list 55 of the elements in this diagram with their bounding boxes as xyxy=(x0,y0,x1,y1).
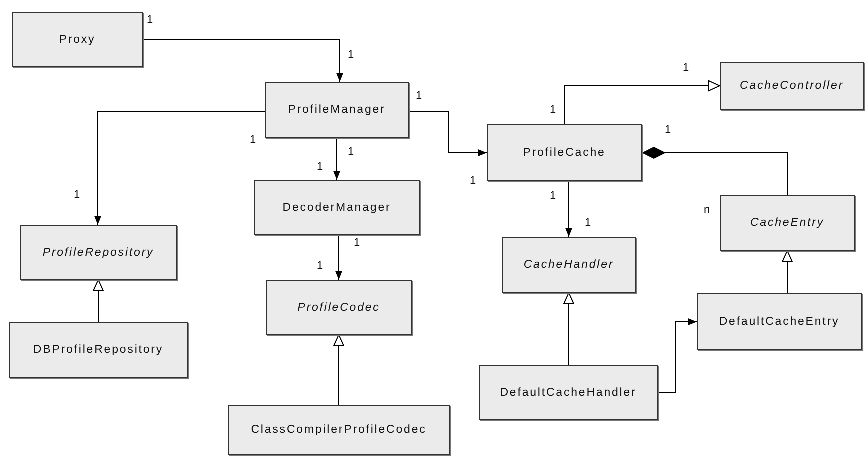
class-name: ProfileCodec xyxy=(298,302,380,314)
composition-connector xyxy=(642,147,788,196)
multiplicity-label: 1 xyxy=(550,104,556,116)
class-box xyxy=(254,180,420,235)
class-name: DefaultCacheHandler xyxy=(500,386,637,398)
multiplicity-label: 1 xyxy=(348,49,354,61)
class-name: DBProfileRepository xyxy=(33,344,164,356)
multiplicity-label: 1 xyxy=(348,146,354,158)
class-box xyxy=(479,365,658,420)
class-name: DecoderManager xyxy=(282,202,392,214)
inheritance-arrow xyxy=(564,80,720,124)
class-box xyxy=(502,237,636,293)
multiplicity-label: 1 xyxy=(250,134,256,146)
inheritance-arrow xyxy=(782,250,793,294)
class-box xyxy=(228,405,450,455)
class-name: ProfileManager xyxy=(288,104,386,116)
multiplicity-label: 1 xyxy=(682,62,690,74)
arrow xyxy=(565,180,573,238)
multiplicity-label: 1 xyxy=(470,175,476,187)
multiplicity-label: 1 xyxy=(550,190,556,202)
multiplicity-label: 1 xyxy=(664,124,672,136)
arrow xyxy=(94,112,266,226)
inheritance-arrow xyxy=(334,334,344,406)
class-box xyxy=(12,12,143,67)
class-name: CacheHandler xyxy=(524,259,614,271)
class-name: ProfileCache xyxy=(523,146,606,158)
multiplicity-label: n xyxy=(704,204,710,216)
inheritance-arrow xyxy=(93,280,104,322)
class-name: CacheController xyxy=(740,80,844,92)
class-box xyxy=(20,225,177,280)
class-name: DefaultCacheEntry xyxy=(719,316,840,328)
class-box xyxy=(720,195,855,251)
inheritance-arrow xyxy=(564,292,574,366)
class-box xyxy=(697,293,862,350)
multiplicity-label: 1 xyxy=(584,217,592,229)
arrow xyxy=(408,112,488,157)
multiplicity-label: 1 xyxy=(354,237,360,249)
arrow xyxy=(333,138,341,180)
class-name: ClassCompilerProfileCodec xyxy=(251,424,427,436)
class-box xyxy=(487,124,642,181)
multiplicity-label: 1 xyxy=(146,14,154,26)
multiplicity-label: 1 xyxy=(316,161,324,173)
multiplicity-label: 1 xyxy=(316,260,324,272)
class-name: CacheEntry xyxy=(750,217,825,229)
arrow xyxy=(142,40,344,82)
arrow xyxy=(335,234,343,280)
class-box xyxy=(720,62,864,110)
class-box xyxy=(266,280,412,335)
arrow xyxy=(658,318,698,394)
class-name: Proxy xyxy=(59,34,96,46)
multiplicity-label: 1 xyxy=(74,189,80,201)
class-box xyxy=(9,322,188,378)
class-name: ProfileRepository xyxy=(42,246,154,258)
multiplicity-label: 1 xyxy=(416,90,422,102)
class-box xyxy=(265,82,409,138)
